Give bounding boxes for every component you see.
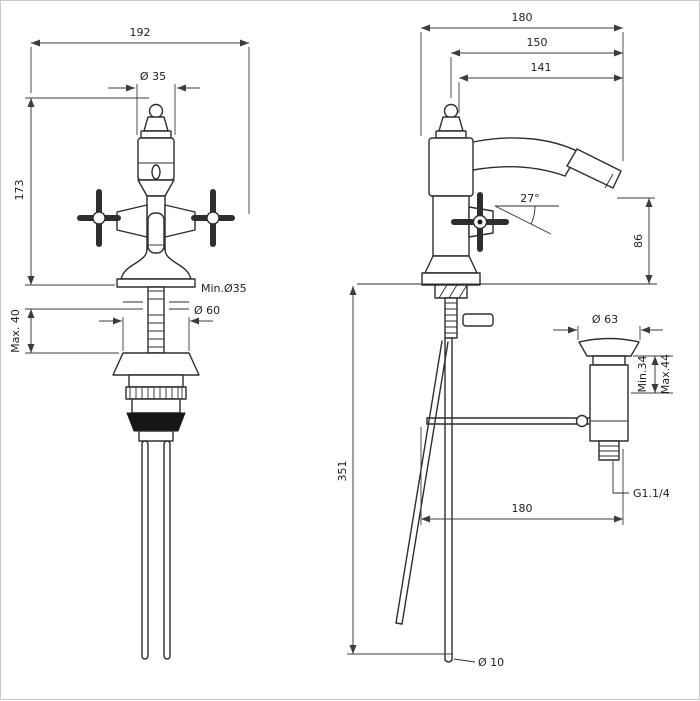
shank-front	[123, 286, 189, 354]
dim-spout-height-86: 86	[617, 197, 655, 284]
dim-hose-length-351: 351	[336, 286, 453, 655]
waste-tailpipe	[598, 440, 620, 461]
dim-label-141: 141	[531, 61, 552, 74]
deck-lines	[123, 301, 189, 310]
dim-label-173: 173	[13, 180, 26, 201]
dim-spout-reach-141: 141	[458, 61, 623, 113]
dim-depth-150: 150	[450, 36, 623, 98]
handle-side	[451, 192, 509, 252]
dim-label-dia60: Ø 60	[194, 304, 220, 317]
dim-label-180-bottom: 180	[512, 502, 533, 515]
dim-clamp-range: Min.34 Max.44	[631, 354, 673, 394]
dim-label-min34: Min.34	[636, 355, 649, 392]
dim-label-150: 150	[527, 36, 548, 49]
rod-right	[163, 440, 171, 660]
dim-angle-27: 27°	[494, 192, 559, 235]
popup-waste-side	[426, 337, 640, 461]
waste-seal-ring	[126, 412, 186, 432]
dim-diameter-35: Ø 35	[108, 70, 200, 135]
supply-hoses	[395, 337, 453, 663]
faucet-body-side	[421, 137, 622, 286]
dim-hose-dia-10: Ø 10	[453, 656, 504, 669]
dim-width-192: 192	[30, 26, 250, 214]
front-view: 192 Ø 35 173 Min.Ø35 Ø 60	[9, 26, 250, 660]
dim-label-86: 86	[632, 234, 645, 248]
dim-label-max40: Max. 40	[9, 309, 22, 353]
dim-diameter-60: Ø 60	[99, 304, 220, 351]
dim-label-351: 351	[336, 461, 349, 482]
handle-left	[77, 189, 148, 247]
dim-label-max44: Max.44	[659, 354, 672, 394]
spout-front	[147, 212, 165, 254]
faucet-body-front	[116, 137, 196, 288]
dim-label-192: 192	[130, 26, 151, 39]
dim-waste-dia-63: Ø 63	[553, 313, 663, 340]
hose-nut	[462, 313, 494, 327]
dim-label-dia35: Ø 35	[140, 70, 166, 83]
dim-label-dia63: Ø 63	[592, 313, 618, 326]
dim-label-dia10: Ø 10	[478, 656, 504, 669]
dim-waste-offset-180: 180	[420, 427, 624, 525]
aerator	[566, 148, 622, 189]
popup-waste-front	[112, 352, 200, 660]
dim-label-27deg: 27°	[520, 192, 540, 205]
rod-left	[141, 440, 149, 660]
handle-right	[164, 189, 235, 247]
spout-bottom-line	[472, 165, 566, 177]
dim-max-deck-40: Max. 40	[9, 308, 143, 354]
dim-label-min-dia35: Min.Ø35	[201, 282, 247, 295]
finial-front	[140, 103, 172, 139]
side-view: 27°	[336, 11, 673, 669]
dim-thread-g114: G1.1/4	[612, 461, 670, 500]
lever-joint	[575, 414, 589, 428]
dim-label-g114: G1.1/4	[633, 487, 670, 500]
shank-side	[434, 284, 494, 339]
dim-label-180-top: 180	[512, 11, 533, 24]
spout-top-line	[472, 137, 580, 153]
finial-side	[435, 103, 467, 139]
dim-height-173: 173	[13, 97, 149, 286]
